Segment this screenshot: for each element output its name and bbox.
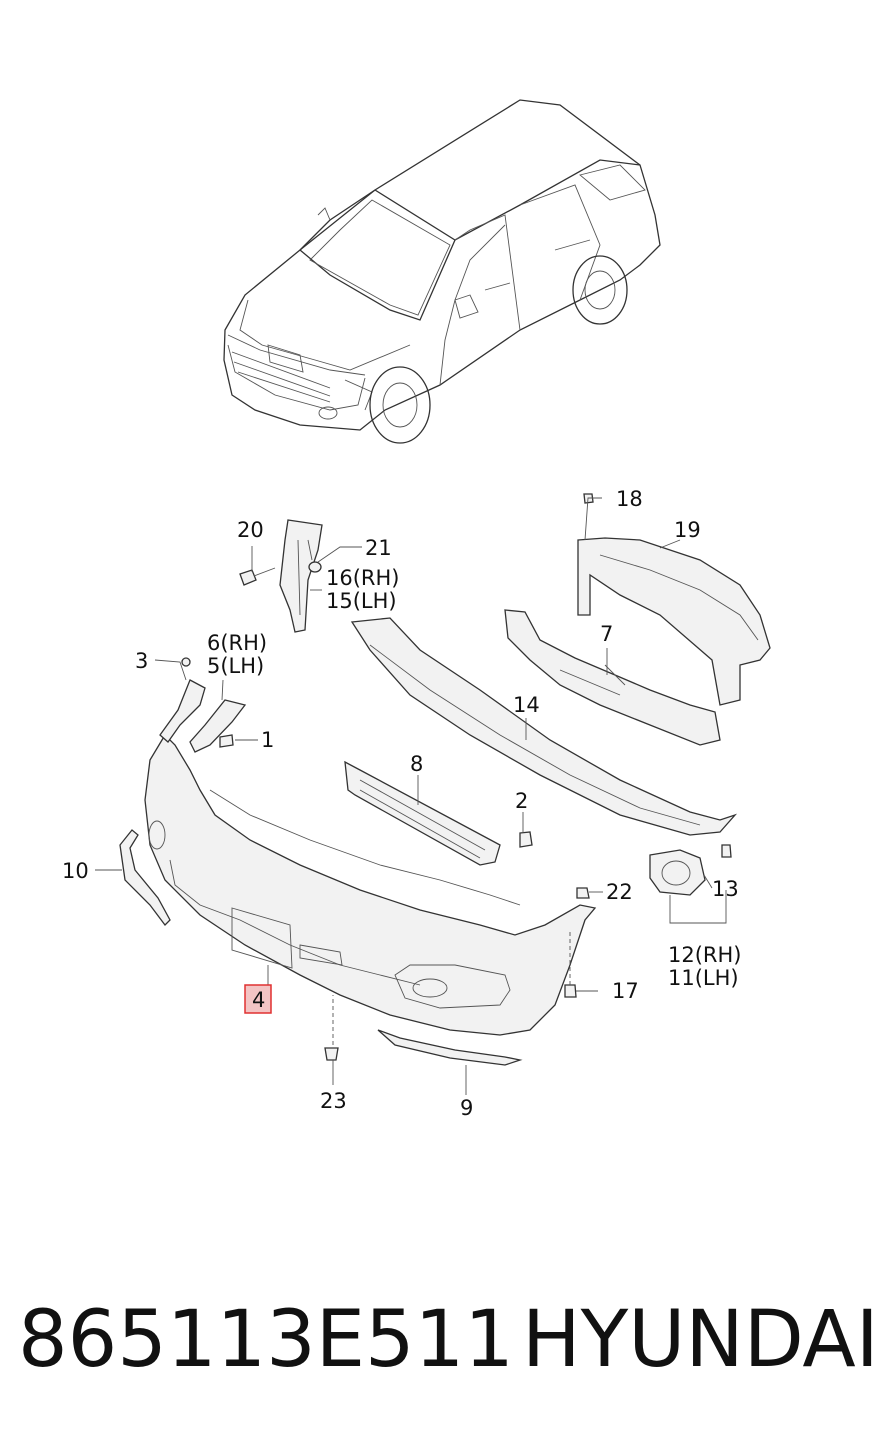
callout-12: 12(RH): [668, 943, 742, 967]
side-bracket-15-16: [279, 519, 323, 633]
lower-lip-molding-9: [377, 1029, 523, 1066]
leader-lines: [95, 497, 727, 1095]
callout-4: 4: [252, 988, 265, 1012]
screw-17: [564, 984, 577, 998]
callout-6: 6(RH): [207, 631, 267, 655]
callout-1: 1: [261, 728, 274, 752]
callout-3: 3: [135, 649, 148, 673]
footer-caption: 865113E511 HYUNDAI: [0, 1295, 886, 1405]
callout-14: 14: [513, 693, 540, 717]
screw-13: [721, 844, 732, 858]
bumper-beam-14: [350, 617, 738, 836]
callout-21: 21: [365, 536, 392, 560]
nut-22: [576, 887, 590, 899]
bracket-1-clip: [219, 734, 234, 748]
bumper-cover: [144, 733, 597, 1036]
callout-22: 22: [606, 880, 633, 904]
callout-23: 23: [320, 1089, 347, 1113]
brand-name: HYUNDAI: [522, 1295, 879, 1385]
fog-lamp-11-12: [649, 849, 706, 896]
part-number: 865113E511: [18, 1295, 514, 1385]
energy-absorber-7: [504, 609, 721, 746]
callout-7: 7: [600, 622, 613, 646]
callout-labels: 20 21 16(RH) 15(LH) 18 19 3 6(RH) 5(LH) …: [62, 487, 742, 1120]
upper-bumper-bracket-5-6: [159, 679, 247, 753]
grille-8: [344, 760, 501, 866]
callout-11: 11(LH): [668, 966, 739, 990]
callout-5: 5(LH): [207, 654, 264, 678]
callout-20: 20: [237, 518, 264, 542]
clip-18: [583, 493, 594, 504]
clip-3: [181, 657, 191, 667]
clip-23: [324, 1047, 339, 1061]
callout-18: 18: [616, 487, 643, 511]
callout-8: 8: [410, 752, 423, 776]
callout-19: 19: [674, 518, 701, 542]
highlight-box-part-4: [244, 984, 272, 1014]
nut-21: [308, 561, 322, 573]
skid-plate-19: [577, 537, 771, 706]
bracket-2: [519, 831, 533, 848]
bolt-20: [239, 567, 276, 586]
callout-9: 9: [460, 1096, 473, 1120]
callout-17: 17: [612, 979, 639, 1003]
bumper-side-molding-10: [119, 829, 171, 926]
callout-13: 13: [712, 877, 739, 901]
callout-10: 10: [62, 859, 89, 883]
callout-16: 16(RH): [326, 566, 400, 590]
vehicle-illustration: [223, 99, 661, 444]
callout-2: 2: [515, 789, 528, 813]
callout-15: 15(LH): [326, 589, 397, 613]
